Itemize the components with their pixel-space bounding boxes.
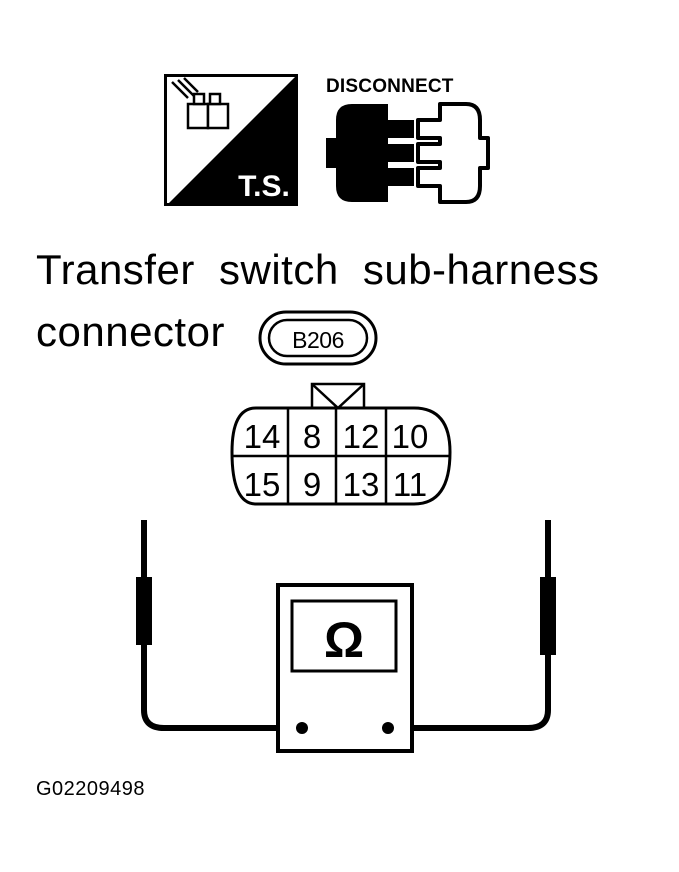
pin-8: 8 bbox=[303, 418, 321, 455]
right-probe bbox=[396, 520, 556, 731]
meter-display bbox=[290, 599, 398, 673]
pin-12: 12 bbox=[343, 418, 380, 455]
disconnect-label: DISCONNECT bbox=[326, 76, 454, 97]
ohm-symbol: Ω bbox=[324, 612, 364, 668]
connector-id-badge: B206 bbox=[258, 310, 378, 366]
pin-9: 9 bbox=[303, 466, 321, 503]
title-line-2: connector bbox=[36, 308, 225, 355]
ts-label: T.S. bbox=[238, 170, 290, 203]
connector-id: B206 bbox=[292, 327, 344, 353]
title-line-1: Transfer switch sub-harness bbox=[36, 246, 600, 293]
pin-15: 15 bbox=[244, 466, 281, 503]
pin-13: 13 bbox=[343, 466, 380, 503]
pin-10: 10 bbox=[392, 418, 429, 455]
test-side-icon: T.S. bbox=[164, 74, 298, 206]
connector-face: 14 8 12 10 15 9 13 11 bbox=[230, 382, 452, 506]
connector-plug-icon bbox=[171, 77, 230, 130]
left-probe bbox=[136, 520, 302, 731]
disconnect-icon bbox=[326, 102, 490, 204]
pin-11: 11 bbox=[393, 466, 427, 503]
meter-terminal-right bbox=[382, 722, 394, 734]
meter-terminal-left bbox=[296, 722, 308, 734]
pin-14: 14 bbox=[244, 418, 281, 455]
ohmmeter-diagram: Ω bbox=[136, 520, 556, 753]
figure-id: G02209498 bbox=[36, 778, 146, 800]
